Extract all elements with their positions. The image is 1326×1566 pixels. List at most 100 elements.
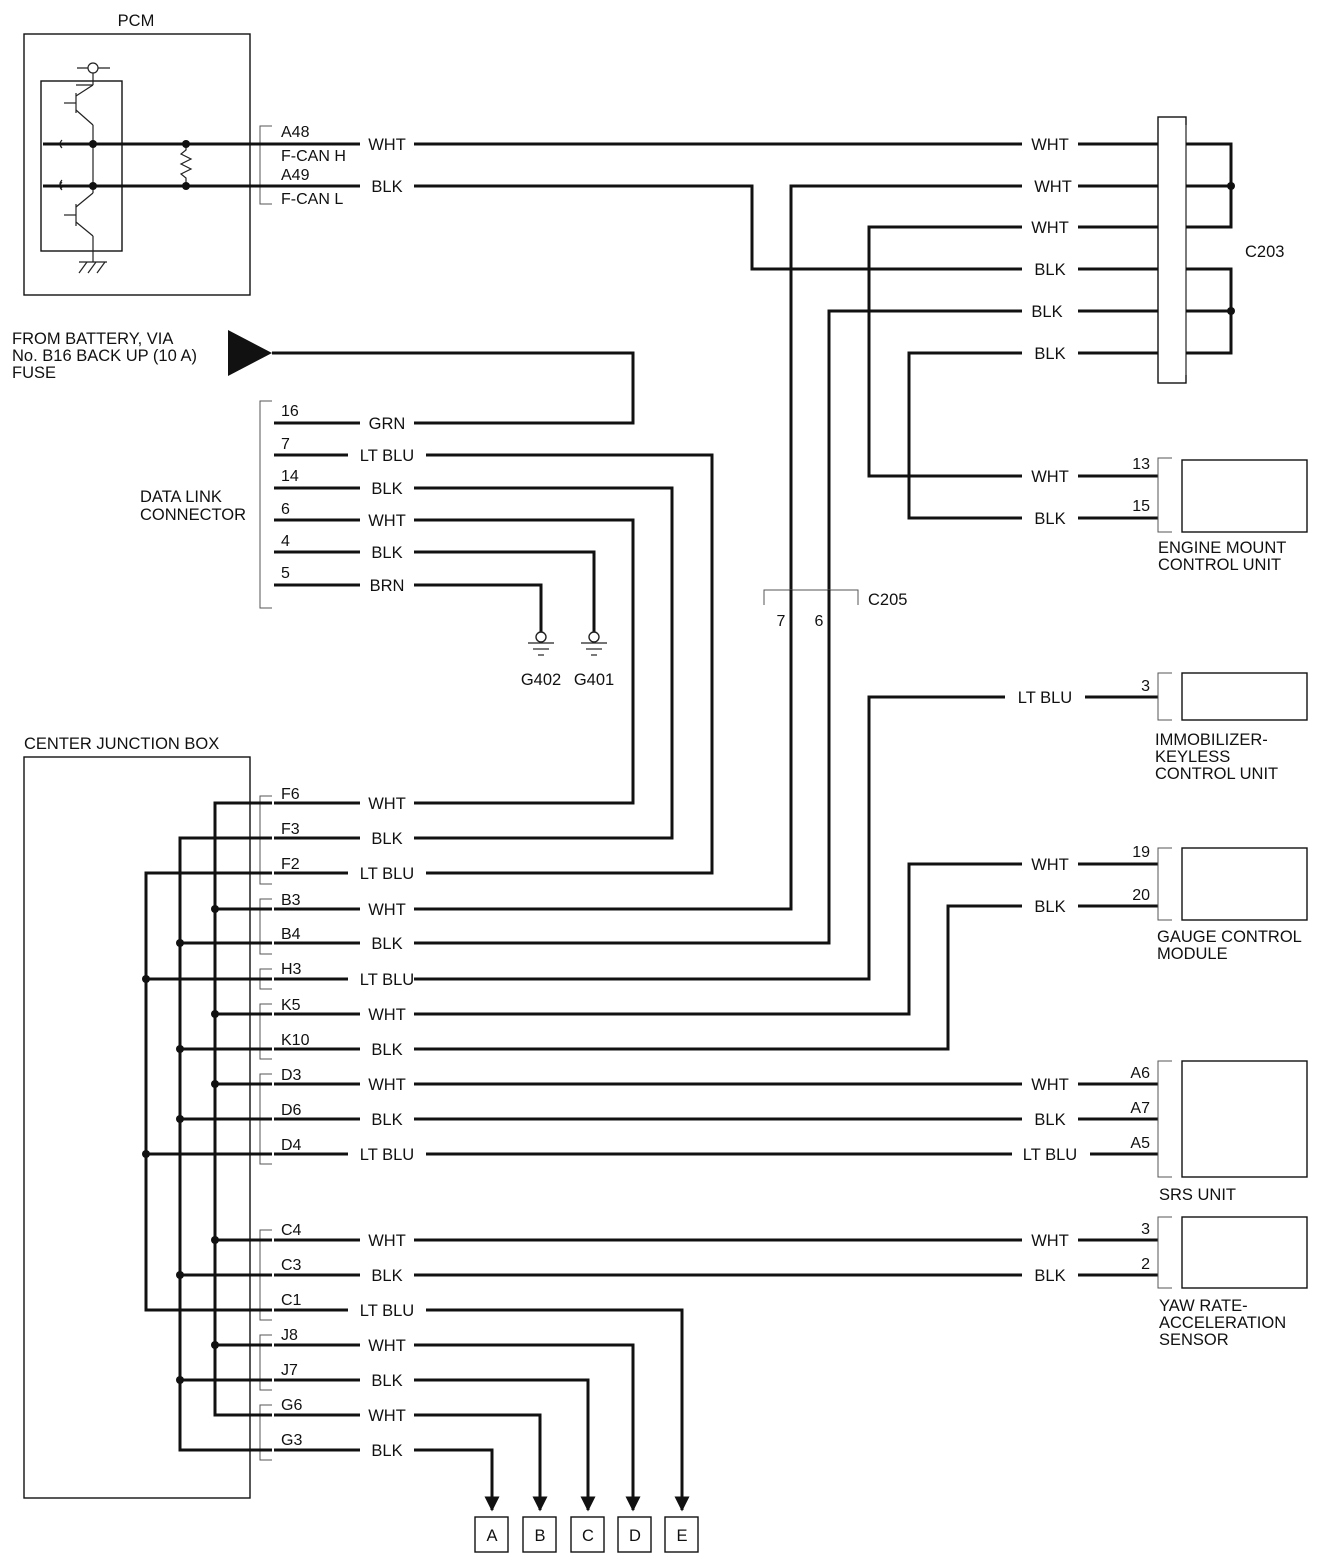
cjb-pin-f6-color: WHT bbox=[368, 795, 406, 813]
immobilizer-pin-3-color: LT BLU bbox=[1018, 689, 1072, 707]
dlc-pin-4: 4 bbox=[281, 533, 290, 550]
engine-mount-label-line1: ENGINE MOUNT bbox=[1158, 539, 1286, 557]
continuation-label-e: E bbox=[676, 1527, 687, 1545]
dlc-label-line1: DATA LINK bbox=[140, 488, 222, 506]
cjb-pin-b4-color: BLK bbox=[371, 935, 402, 953]
cjb-pin-g3-color: BLK bbox=[371, 1442, 402, 1460]
center-junction-box: CENTER JUNCTION BOX bbox=[23, 735, 414, 1499]
yaw-label-line1: YAW RATE- bbox=[1159, 1297, 1248, 1315]
c205-pin-6: 6 bbox=[815, 613, 824, 630]
c205-label: C205 bbox=[868, 591, 907, 609]
cjb-label: CENTER JUNCTION BOX bbox=[24, 735, 219, 753]
dlc-label-line2: CONNECTOR bbox=[140, 506, 246, 524]
cjb-pin-c3-color: BLK bbox=[371, 1267, 402, 1285]
gauge-label-line1: GAUGE CONTROL bbox=[1157, 928, 1302, 946]
pcm-module: PCM bbox=[23, 12, 406, 296]
cjb-pin-d6-color: BLK bbox=[371, 1111, 402, 1129]
cjb-pin-d4: D4 bbox=[281, 1137, 302, 1154]
pcm-pin-a48-number: A48 bbox=[281, 124, 310, 141]
dlc-pin-14: 14 bbox=[281, 468, 299, 485]
yaw-label-line3: SENSOR bbox=[1159, 1331, 1229, 1349]
pcm-connector-bracket bbox=[259, 125, 272, 205]
continuation-box-b bbox=[522, 1516, 557, 1553]
c203-connector: C203 WHT WHT WHT BLK BLK BLK bbox=[1031, 116, 1284, 384]
pcm-internal-circuit-icon bbox=[59, 62, 193, 274]
cjb-pin-k5-color: WHT bbox=[368, 1006, 406, 1024]
cjb-pin-j8-color: WHT bbox=[368, 1337, 406, 1355]
dlc-pin-7: 7 bbox=[281, 436, 290, 453]
c203-branch-wires bbox=[789, 184, 1022, 590]
gauge-control-module: WHT BLK 19 20 GAUGE CONTROL MODULE bbox=[414, 844, 1308, 1051]
c203-label: C203 bbox=[1245, 243, 1284, 261]
cjb-pin-f2-color: LT BLU bbox=[360, 865, 414, 883]
ground-g402: G402 bbox=[521, 631, 561, 689]
dlc-pin-6: 6 bbox=[281, 501, 290, 518]
cjb-pin-b4: B4 bbox=[281, 926, 301, 943]
pcm-pin-a49-name: F-CAN L bbox=[281, 191, 343, 208]
yaw-rate-sensor: WHT BLK 3 2 YAW RATE- ACCELERATION SENSO… bbox=[414, 1216, 1308, 1349]
cjb-pin-c1: C1 bbox=[281, 1292, 302, 1309]
pcm-a48-wire-color: WHT bbox=[368, 136, 406, 154]
engine-mount-pin-15-color: BLK bbox=[1034, 510, 1065, 528]
immobilizer-pin-3: 3 bbox=[1141, 678, 1150, 695]
cjb-pin-b3-color: WHT bbox=[368, 901, 406, 919]
yaw-pin-3-color: WHT bbox=[1031, 1232, 1069, 1250]
yaw-pin-3: 3 bbox=[1141, 1221, 1150, 1238]
cjb-pin-k5: K5 bbox=[281, 997, 301, 1014]
cjb-pin-c3: C3 bbox=[281, 1257, 302, 1274]
gauge-pin-19: 19 bbox=[1132, 844, 1150, 861]
cjb-pin-d3: D3 bbox=[281, 1067, 302, 1084]
dlc-pin-6-color: WHT bbox=[368, 512, 406, 530]
dlc-pin-4-color: BLK bbox=[371, 544, 402, 562]
engine-mount-pin-13: 13 bbox=[1132, 456, 1150, 473]
data-link-connector: DATA LINK CONNECTOR 16 7 14 6 4 5 GRN LT… bbox=[140, 400, 714, 875]
cjb-pin-h3-color: LT BLU bbox=[360, 971, 414, 989]
cjb-pin-f3-color: BLK bbox=[371, 830, 402, 848]
ground-g401: G401 bbox=[574, 631, 614, 689]
ground-g401-label: G401 bbox=[574, 671, 614, 689]
continuation-box-a bbox=[474, 1516, 509, 1553]
continuation-wires bbox=[414, 1308, 690, 1512]
continuation-box-c bbox=[570, 1516, 605, 1553]
srs-pin-a5: A5 bbox=[1130, 1135, 1150, 1152]
ground-g402-label: G402 bbox=[521, 671, 561, 689]
continuation-label-c: C bbox=[582, 1527, 594, 1545]
cjb-pin-g6: G6 bbox=[281, 1397, 302, 1414]
dlc-pin-16-color: GRN bbox=[369, 415, 406, 433]
c203-wire-3-color: WHT bbox=[1031, 219, 1069, 237]
pcm-can-wires bbox=[250, 142, 1022, 271]
pcm-a49-wire-color: BLK bbox=[371, 178, 402, 196]
continuation-box-e bbox=[664, 1516, 699, 1553]
c205-pin-7: 7 bbox=[777, 613, 786, 630]
cjb-pin-h3: H3 bbox=[281, 961, 302, 978]
cjb-pin-g3: G3 bbox=[281, 1432, 302, 1449]
battery-label-line3: FUSE bbox=[12, 364, 56, 382]
battery-feed: FROM BATTERY, VIA No. B16 BACK UP (10 A)… bbox=[12, 330, 635, 425]
cjb-pin-c4-color: WHT bbox=[368, 1232, 406, 1250]
cjb-pin-j7: J7 bbox=[281, 1362, 298, 1379]
cjb-pin-k10-color: BLK bbox=[371, 1041, 402, 1059]
dlc-pin-14-color: BLK bbox=[371, 480, 402, 498]
cjb-pin-d6: D6 bbox=[281, 1102, 302, 1119]
gauge-pin-20: 20 bbox=[1132, 887, 1150, 904]
immobilizer-label-line2: KEYLESS bbox=[1155, 748, 1230, 766]
c203-wire-1-color: WHT bbox=[1031, 136, 1069, 154]
yaw-pin-2: 2 bbox=[1141, 1256, 1150, 1273]
battery-label-line2: No. B16 BACK UP (10 A) bbox=[12, 347, 197, 365]
cjb-box bbox=[23, 756, 251, 1499]
srs-label: SRS UNIT bbox=[1159, 1186, 1236, 1204]
engine-mount-control-unit: WHT BLK 13 15 ENGINE MOUNT CONTROL UNIT bbox=[1031, 456, 1308, 574]
engine-mount-pin-15: 15 bbox=[1132, 498, 1150, 515]
battery-label-line1: FROM BATTERY, VIA bbox=[12, 330, 173, 348]
gauge-pin-20-color: BLK bbox=[1034, 898, 1065, 916]
continuation-box-d bbox=[617, 1516, 652, 1553]
pcm-transceiver-box bbox=[40, 80, 123, 252]
c203-wire-6-color: BLK bbox=[1034, 345, 1065, 363]
battery-arrow-icon bbox=[228, 330, 272, 376]
dlc-pin-16: 16 bbox=[281, 403, 299, 420]
cjb-pin-j7-color: BLK bbox=[371, 1372, 402, 1390]
dlc-pin-5-color: BRN bbox=[370, 577, 405, 595]
yaw-label-line2: ACCELERATION bbox=[1159, 1314, 1286, 1332]
srs-pin-a5-color: LT BLU bbox=[1023, 1146, 1077, 1164]
c205-connector: C205 7 6 bbox=[414, 589, 907, 945]
